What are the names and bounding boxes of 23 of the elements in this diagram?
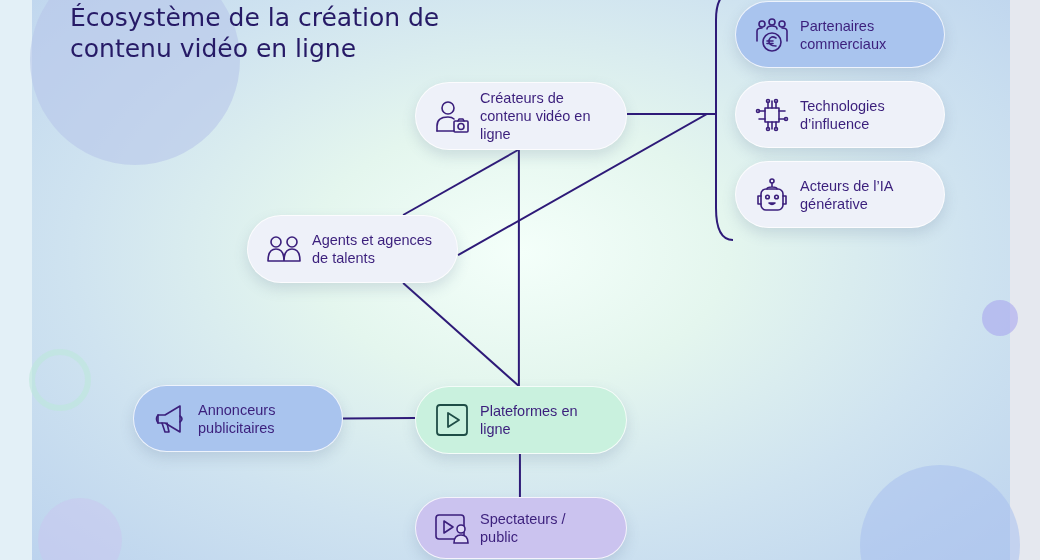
node-label: Plateformes en ligne	[480, 402, 579, 438]
node-label: Annonceurs publicitaires	[198, 400, 277, 437]
node-label: Acteurs de l’IA générative	[800, 176, 895, 213]
connector-line	[457, 113, 717, 257]
node-pill	[133, 385, 343, 452]
node-pill	[247, 215, 458, 283]
node-pill	[735, 81, 945, 148]
node-label: Spectateurs / public	[480, 510, 567, 546]
node-label: Créateurs de contenu vidéo en ligne	[480, 89, 592, 143]
node-label: Agents et agences de talents	[312, 231, 434, 267]
node-pill	[415, 497, 627, 559]
diagram-title: Écosystème de la création de contenu vidéo en ligne	[70, 2, 441, 64]
node-pill	[415, 82, 627, 150]
node-pill	[735, 1, 945, 68]
node-label: Partenaires commerciaux	[800, 16, 888, 53]
connector-line	[518, 453, 521, 498]
connector-line	[402, 282, 520, 387]
node-pill	[415, 386, 627, 454]
connector-line	[517, 149, 520, 387]
node-pill	[735, 161, 945, 228]
connector-line	[342, 416, 416, 420]
node-label: Technologies d’influence	[800, 96, 886, 133]
connector-line	[402, 149, 520, 216]
